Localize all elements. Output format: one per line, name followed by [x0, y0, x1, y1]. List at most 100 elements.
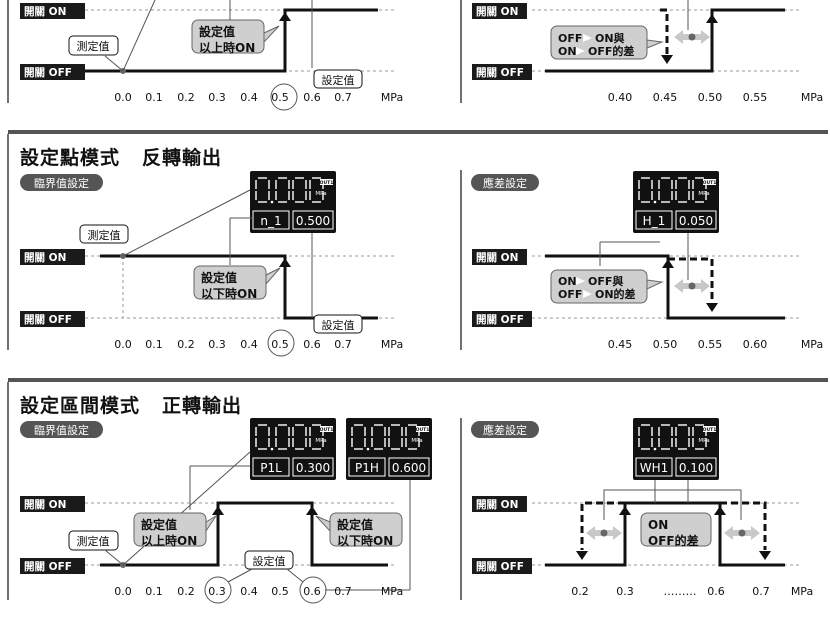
section1-left-tick-2: 0.2 — [177, 91, 195, 104]
section3-right-callout-bg — [640, 512, 712, 547]
section1-left-unit: MPa — [381, 91, 403, 104]
section3-left-display2-point — [366, 447, 370, 451]
section3-right-output-line — [545, 501, 785, 567]
section2-left-setvalue-box — [313, 314, 363, 334]
section2-left-measured-box — [79, 224, 129, 244]
section2-right-display-code-box — [635, 210, 673, 230]
section1-right-callout-c: ON — [558, 45, 577, 58]
section2-divider — [8, 130, 828, 134]
section3-left-switch-on — [20, 496, 85, 512]
section2-right-tick-2: 0.55 — [698, 338, 723, 351]
section1-right-callout-d: OFF的差 — [588, 44, 634, 58]
section3-left-unit: MPa — [381, 585, 403, 598]
section2-left-switch-off — [20, 311, 85, 327]
section3-right-tick-0: 0.2 — [571, 585, 589, 598]
section3-title-mode: 設定區間模式 — [20, 395, 141, 417]
section3-right-tick-4: 0.7 — [752, 585, 770, 598]
section3-left-tick-3: 0.3 — [208, 585, 226, 598]
section1-right-tick-1: 0.45 — [653, 91, 678, 104]
section2-right-output-line — [545, 254, 785, 320]
section3-left-display1-digit-0 — [255, 424, 270, 450]
section2-threshold-pill-text: 臨界值設定 — [34, 176, 89, 190]
section2-right-callout-a: ON — [558, 275, 577, 288]
section2-right-display-code: H_1 — [643, 214, 666, 228]
section2-left-display-digit-0 — [255, 177, 270, 203]
section3-left-leader-measure — [122, 451, 251, 566]
section3-right-switch-on — [472, 496, 527, 512]
section2-right-display-digit-2 — [675, 177, 690, 203]
section3-left-switch-off — [20, 558, 85, 574]
section1-left-tick-5: 0.5 — [271, 91, 289, 104]
section1-left-tick-1: 0.1 — [145, 91, 163, 104]
section1-right-callout-arrow-1 — [583, 34, 592, 42]
section1-right-callout-b: ON與 — [595, 31, 625, 45]
section1-left-tick-4: 0.4 — [240, 91, 258, 104]
section2-left-tick-4: 0.4 — [240, 338, 258, 351]
section3-left-display2-digit-3 — [405, 424, 420, 450]
section1-left-output-line — [85, 8, 378, 73]
section2-left-tick-1: 0.1 — [145, 338, 163, 351]
section3-right-hyst-left — [580, 501, 625, 550]
section1-right-unit: MPa — [801, 91, 823, 104]
section3-title-output: 正轉輸出 — [162, 395, 243, 417]
section2-left-switch-on-text: 開關 ON — [24, 252, 66, 264]
section1-left-measured-leader — [104, 55, 124, 72]
section2-left-callout-line-1: 以下時ON — [201, 286, 257, 301]
section1-right-callout-tail — [646, 39, 664, 49]
section2-right-switch-on — [472, 249, 527, 265]
section2-left-callout-tail — [265, 267, 281, 286]
section3-left-measured-label: 測定值 — [77, 534, 110, 548]
section1-left-leader-measure — [122, 0, 156, 72]
section3-right-switch-off — [472, 558, 532, 574]
section3-title: 設定區間模式正轉輸出 — [20, 391, 242, 418]
section2-right-tick-3: 0.60 — [743, 338, 768, 351]
section1-left-circle — [270, 83, 298, 111]
section2-right-display-value-box — [675, 210, 717, 230]
section2-left-unit: MPa — [381, 338, 403, 351]
section2-right-callout-arrow-2 — [583, 290, 592, 298]
section3-left-display1-point — [270, 447, 274, 451]
section3-divider — [8, 378, 828, 382]
section2-right-display-digit-0 — [638, 177, 653, 203]
section3-left-setvalue-label: 設定值 — [253, 554, 286, 568]
section3-left-display2-out1: OUT1 — [416, 427, 430, 433]
section2-left-circle — [267, 329, 295, 357]
section2-left-display-code: n_1 — [260, 214, 281, 228]
section3-right-hyst-span-2-dot — [738, 529, 746, 537]
section2-left-tick-5: 0.5 — [271, 338, 289, 351]
section3-threshold-pill-text: 臨界值設定 — [34, 423, 89, 437]
section1-right-callout-a: OFF — [558, 32, 582, 45]
section1-right-output-line — [545, 8, 785, 73]
section3-left-up-arrow — [212, 506, 224, 515]
section3-right-up-arrow-2 — [714, 506, 726, 515]
section2-left-tick-3: 0.3 — [208, 338, 226, 351]
section1-right-switch-off — [472, 64, 532, 80]
section3-left-setvalue-leader-a — [227, 568, 253, 583]
section3-right-unit: MPa — [791, 585, 813, 598]
section2-right-callout-c: OFF — [558, 288, 582, 301]
section3-left-tick-6: 0.6 — [303, 585, 321, 598]
section3-right-display-code-box — [635, 457, 673, 477]
section3-left-measured-box — [68, 530, 119, 551]
section2-right-display-unit: MPa — [698, 191, 709, 197]
section2-right-display — [633, 171, 719, 233]
section3-left-measured-leader — [104, 549, 124, 566]
section3-left-callout-a-tail — [205, 515, 217, 533]
section2-left-display-point — [270, 200, 274, 204]
section1-left-switch-off — [20, 64, 85, 80]
section2-right-callout-b: OFF與 — [588, 274, 623, 288]
section2-right-display-point — [653, 200, 657, 204]
section3-left-callout-a-line-0: 設定值 — [141, 517, 177, 532]
section2-title-mode: 設定點模式 — [20, 147, 121, 169]
section3-left-display1-out1-badge — [320, 426, 333, 432]
section3-threshold-pill — [20, 421, 103, 438]
section3-left-tick-5: 0.5 — [271, 585, 289, 598]
section3-left-display2-unit: MPa — [411, 438, 422, 444]
section2-left-leader-measure — [122, 189, 251, 257]
section1-right-hyst-line — [660, 8, 669, 55]
section3-right-display-out1: OUT1 — [703, 427, 717, 433]
section3-right-display-value-box — [675, 457, 717, 477]
section2-title-output: 反轉輸出 — [142, 147, 223, 169]
section3-right-display-digit-1 — [658, 424, 673, 450]
